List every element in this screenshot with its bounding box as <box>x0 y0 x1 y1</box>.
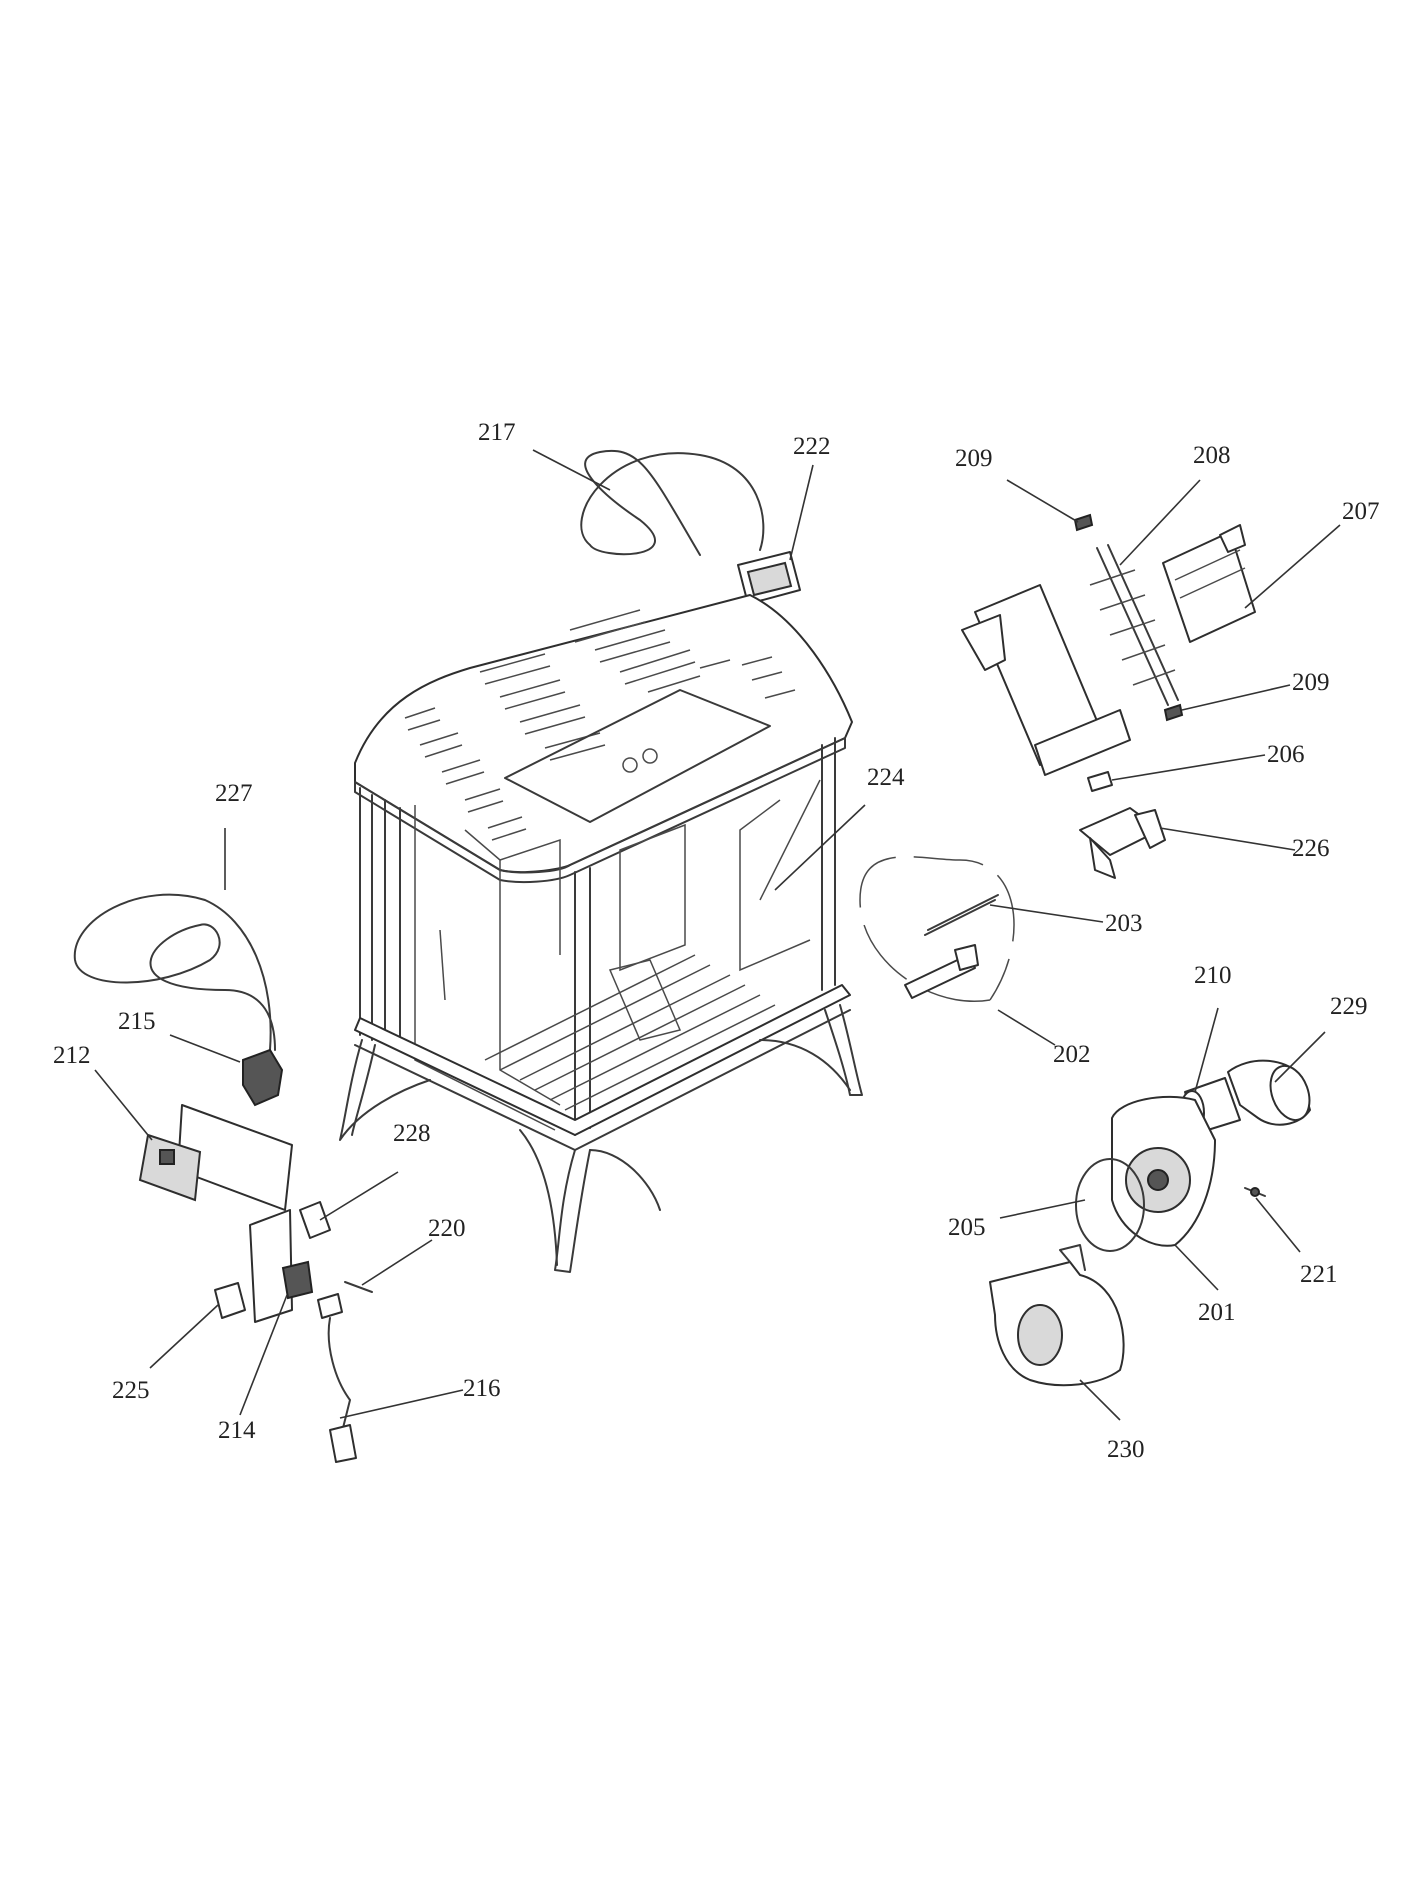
part-205-gasket <box>1075 1158 1145 1252</box>
part-230-blower <box>989 1244 1125 1387</box>
part-228-relay <box>299 1201 331 1239</box>
callout-228: 228 <box>393 1120 431 1147</box>
part-229-elbow <box>1227 1059 1311 1126</box>
leader-lines <box>94 449 1341 1421</box>
part-227-cable <box>73 893 276 1051</box>
callout-221: 221 <box>1300 1261 1338 1288</box>
part-207-cover-plate <box>1162 524 1256 643</box>
part-216-power-cord <box>317 1293 357 1463</box>
callout-212: 212 <box>53 1042 91 1069</box>
part-201-exhaust-fan <box>1111 1095 1216 1247</box>
callout-205: 205 <box>948 1214 986 1241</box>
callout-209-lower: 209 <box>1292 669 1330 696</box>
callout-207: 207 <box>1342 498 1380 525</box>
part-217-cable <box>580 449 765 556</box>
callout-220: 220 <box>428 1215 466 1242</box>
callout-224: 224 <box>867 764 905 791</box>
stove-body <box>339 594 863 1273</box>
callout-226: 226 <box>1292 835 1330 862</box>
callout-217: 217 <box>478 419 516 446</box>
callout-209-top: 209 <box>955 445 993 472</box>
callout-214: 214 <box>218 1417 256 1444</box>
part-bracket-plate <box>249 1209 293 1323</box>
callout-230: 230 <box>1107 1436 1145 1463</box>
part-206-bushing <box>1087 771 1113 792</box>
part-feeder-tube <box>961 584 1131 776</box>
part-212-control-board <box>138 1104 293 1211</box>
callout-203: 203 <box>1105 910 1143 937</box>
callout-208: 208 <box>1193 442 1231 469</box>
callout-227: 227 <box>215 780 253 807</box>
callout-216: 216 <box>463 1375 501 1402</box>
part-208-auger <box>1089 544 1179 706</box>
part-214-switch <box>281 1260 314 1300</box>
callout-210: 210 <box>1194 962 1232 989</box>
part-209-spring-top <box>1073 513 1094 532</box>
callout-222: 222 <box>793 433 831 460</box>
part-221-screw <box>1244 1187 1266 1197</box>
part-222-control-panel <box>737 551 801 605</box>
part-226-gear-motor <box>1079 807 1166 879</box>
part-220-pin <box>344 1281 373 1293</box>
callout-202: 202 <box>1053 1041 1091 1068</box>
callout-215: 215 <box>118 1008 156 1035</box>
part-215-pressure-switch <box>242 1048 284 1107</box>
callout-201: 201 <box>1198 1299 1236 1326</box>
part-209-spring-lower <box>1163 703 1184 722</box>
leader-224 <box>774 804 866 891</box>
detail-circle-202 <box>859 856 1015 1002</box>
callout-206: 206 <box>1267 741 1305 768</box>
callout-225: 225 <box>112 1377 150 1404</box>
part-225-fuse-block <box>214 1282 246 1319</box>
callout-229: 229 <box>1330 993 1368 1020</box>
